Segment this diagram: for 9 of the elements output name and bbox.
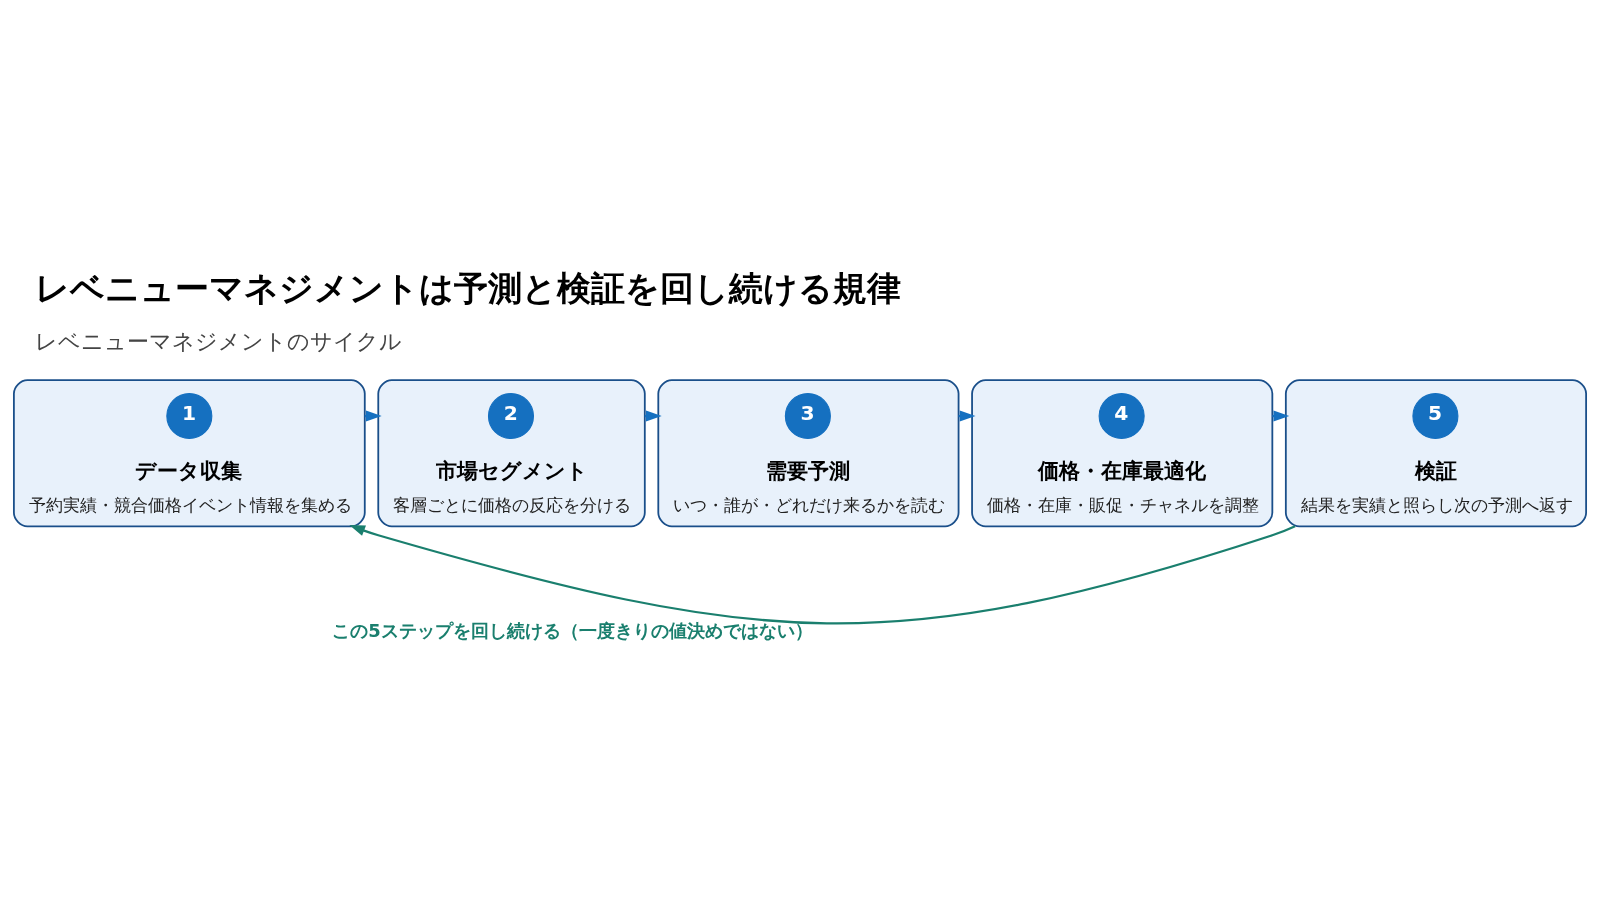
node-circle: 1 — [166, 392, 213, 439]
edge-label: この5ステップを回し続ける（一度きりの値決めではない） — [332, 619, 813, 641]
node-circle: 5 — [1412, 392, 1459, 439]
diagram-title: レベニューマネジメントは予測と検証を回し続ける規律 — [34, 268, 901, 308]
node-circle: 3 — [784, 392, 831, 439]
arrow — [349, 524, 1296, 624]
node-circle: 4 — [1098, 392, 1145, 439]
caption: レベニューマネジメントのサイクル — [34, 327, 402, 354]
node-circle: 2 — [487, 392, 535, 439]
